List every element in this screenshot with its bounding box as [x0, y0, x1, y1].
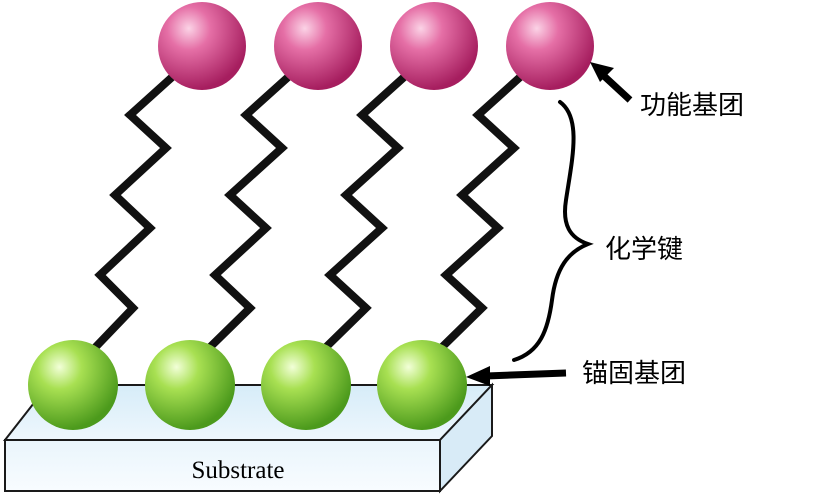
- anchor-group-sphere: [28, 340, 118, 430]
- anchor-group-sphere: [145, 340, 235, 430]
- anchor-groups: [28, 340, 467, 430]
- substrate-side-face: [439, 382, 493, 494]
- alkyl-chain: [196, 64, 302, 361]
- curly-brace-icon: [512, 100, 594, 362]
- functional-group-label: 功能基团: [640, 91, 744, 121]
- chains: [82, 64, 534, 361]
- substrate-label: Substrate: [191, 457, 284, 484]
- alkyl-chain: [428, 64, 534, 361]
- anchor-group-label: 锚固基团: [582, 359, 686, 389]
- arrow-left-icon: [590, 62, 633, 103]
- chemical-bond-label: 化学键: [605, 235, 683, 265]
- functional-group-sphere: [274, 2, 362, 90]
- substrate: Substrate: [2, 382, 495, 494]
- arrow-left-icon: [466, 366, 567, 386]
- alkyl-chain: [82, 64, 186, 361]
- functional-group-sphere: [506, 2, 594, 90]
- alkyl-chain: [312, 64, 418, 361]
- anchor-group-sphere: [377, 340, 467, 430]
- functional-group-sphere: [158, 2, 246, 90]
- functional-groups: [158, 2, 594, 90]
- functional-group-sphere: [390, 2, 478, 90]
- anchor-group-sphere: [261, 340, 351, 430]
